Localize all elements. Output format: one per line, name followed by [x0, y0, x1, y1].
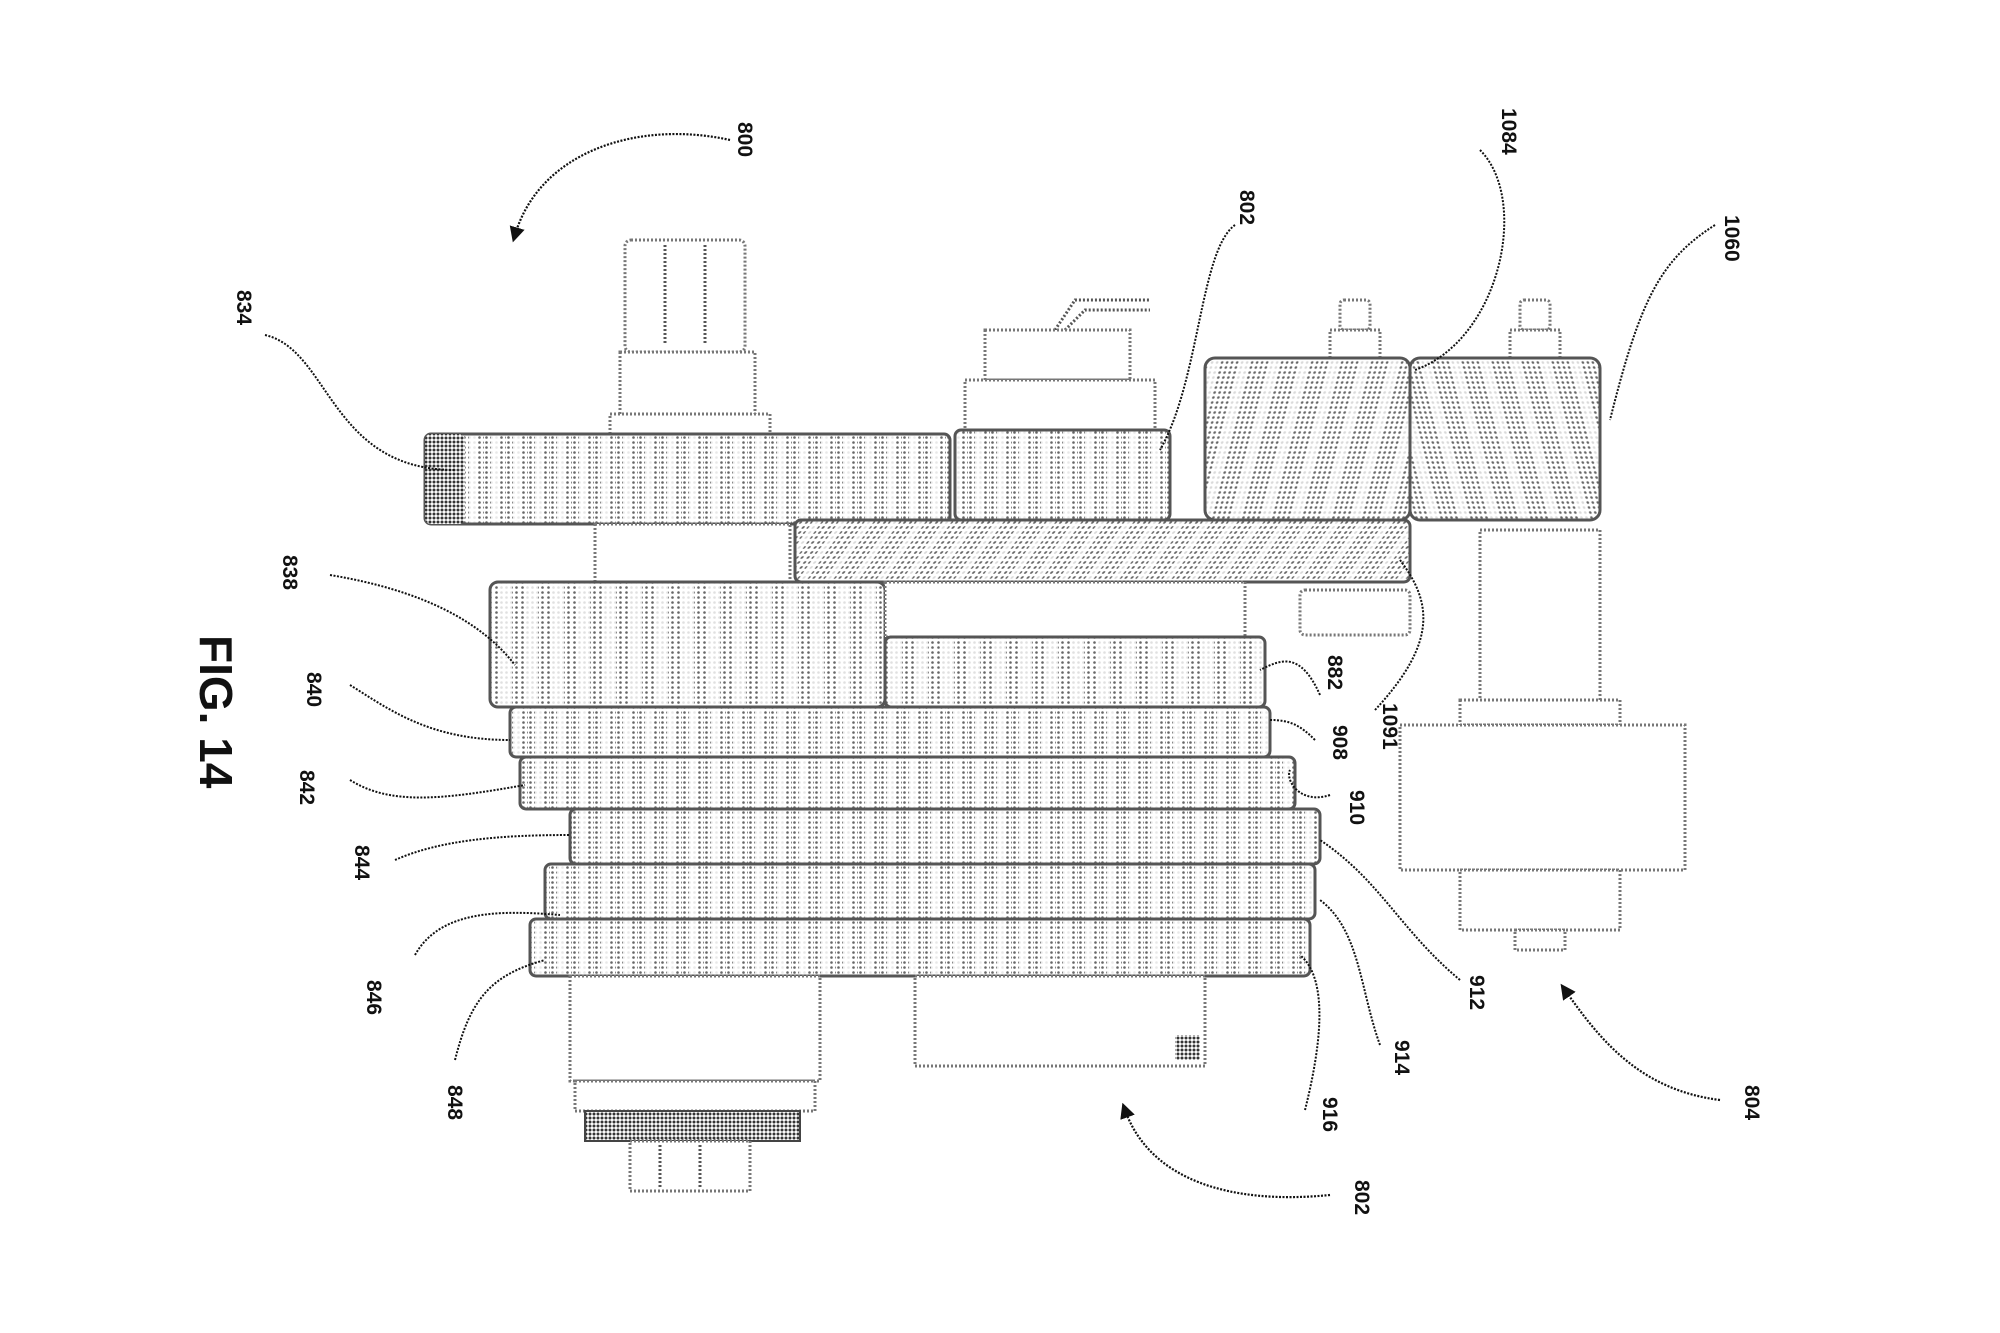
- leader-802-top: [1159, 224, 1236, 451]
- label-1084: 1084: [1497, 108, 1520, 155]
- leader-916: [1299, 954, 1321, 1111]
- main-shaft-segment: [593, 522, 792, 584]
- label-840: 840: [302, 672, 325, 707]
- leader-910: [1288, 769, 1331, 799]
- gear-1091: [793, 518, 1412, 584]
- label-912: 912: [1465, 975, 1488, 1010]
- label-846: 846: [362, 980, 385, 1015]
- gear-882: [883, 635, 1267, 709]
- leader-846: [414, 911, 561, 956]
- gear-838: [488, 580, 887, 709]
- arrow-804: [1560, 983, 1721, 1102]
- label-1091: 1091: [1378, 703, 1401, 750]
- collar-1091: [1298, 588, 1412, 637]
- label-804: 804: [1740, 1085, 1763, 1120]
- label-910: 910: [1345, 790, 1368, 825]
- leader-844: [394, 834, 571, 861]
- figure-title: FIG. 14: [190, 635, 242, 789]
- gear-834: [423, 432, 952, 526]
- gear-846: [543, 862, 1317, 921]
- shaft-pins-top: [1328, 298, 1562, 362]
- label-834: 834: [232, 290, 255, 325]
- gear-802: [953, 428, 1172, 522]
- leader-882: [1259, 660, 1321, 696]
- leader-1084: [1414, 149, 1506, 371]
- leader-912: [1319, 839, 1461, 981]
- leader-848: [454, 959, 546, 1061]
- gear-834-hub-shade: [425, 434, 465, 524]
- gear-844: [568, 807, 1322, 866]
- label-916: 916: [1318, 1097, 1341, 1132]
- arrow-800: [509, 133, 731, 243]
- component-802-head: [963, 298, 1157, 432]
- gear-848: [528, 917, 1312, 978]
- leader-838: [329, 574, 516, 666]
- leader-1060: [1609, 224, 1716, 421]
- leader-908: [1269, 719, 1316, 741]
- label-882: 882: [1323, 655, 1346, 690]
- label-802-top: 802: [1235, 190, 1258, 225]
- arrow-802-bottom: [1120, 1102, 1331, 1199]
- leader-840: [349, 684, 511, 741]
- actuator-box-bottom: [913, 974, 1207, 1068]
- input-shaft-top: [608, 238, 772, 436]
- gear-882-hub: [883, 580, 1247, 639]
- label-800: 800: [733, 122, 756, 157]
- label-844: 844: [350, 845, 373, 880]
- leader-842: [349, 779, 526, 799]
- gear-842: [518, 755, 1297, 811]
- label-848: 848: [443, 1085, 466, 1120]
- label-914: 914: [1390, 1040, 1413, 1075]
- output-shaft-bottom: [568, 974, 822, 1193]
- leader-914: [1319, 899, 1381, 1046]
- gear-1060: [1408, 356, 1602, 522]
- gear-1084: [1203, 356, 1412, 522]
- label-838: 838: [278, 555, 301, 590]
- label-802-bottom: 802: [1350, 1180, 1373, 1215]
- label-908: 908: [1328, 725, 1351, 760]
- actuator-box-bottom-knob: [1175, 1035, 1200, 1060]
- leader-834: [264, 334, 456, 471]
- gear-840: [508, 705, 1272, 759]
- assembly-804: [1398, 528, 1687, 952]
- label-842: 842: [295, 770, 318, 805]
- label-1060: 1060: [1720, 215, 1743, 262]
